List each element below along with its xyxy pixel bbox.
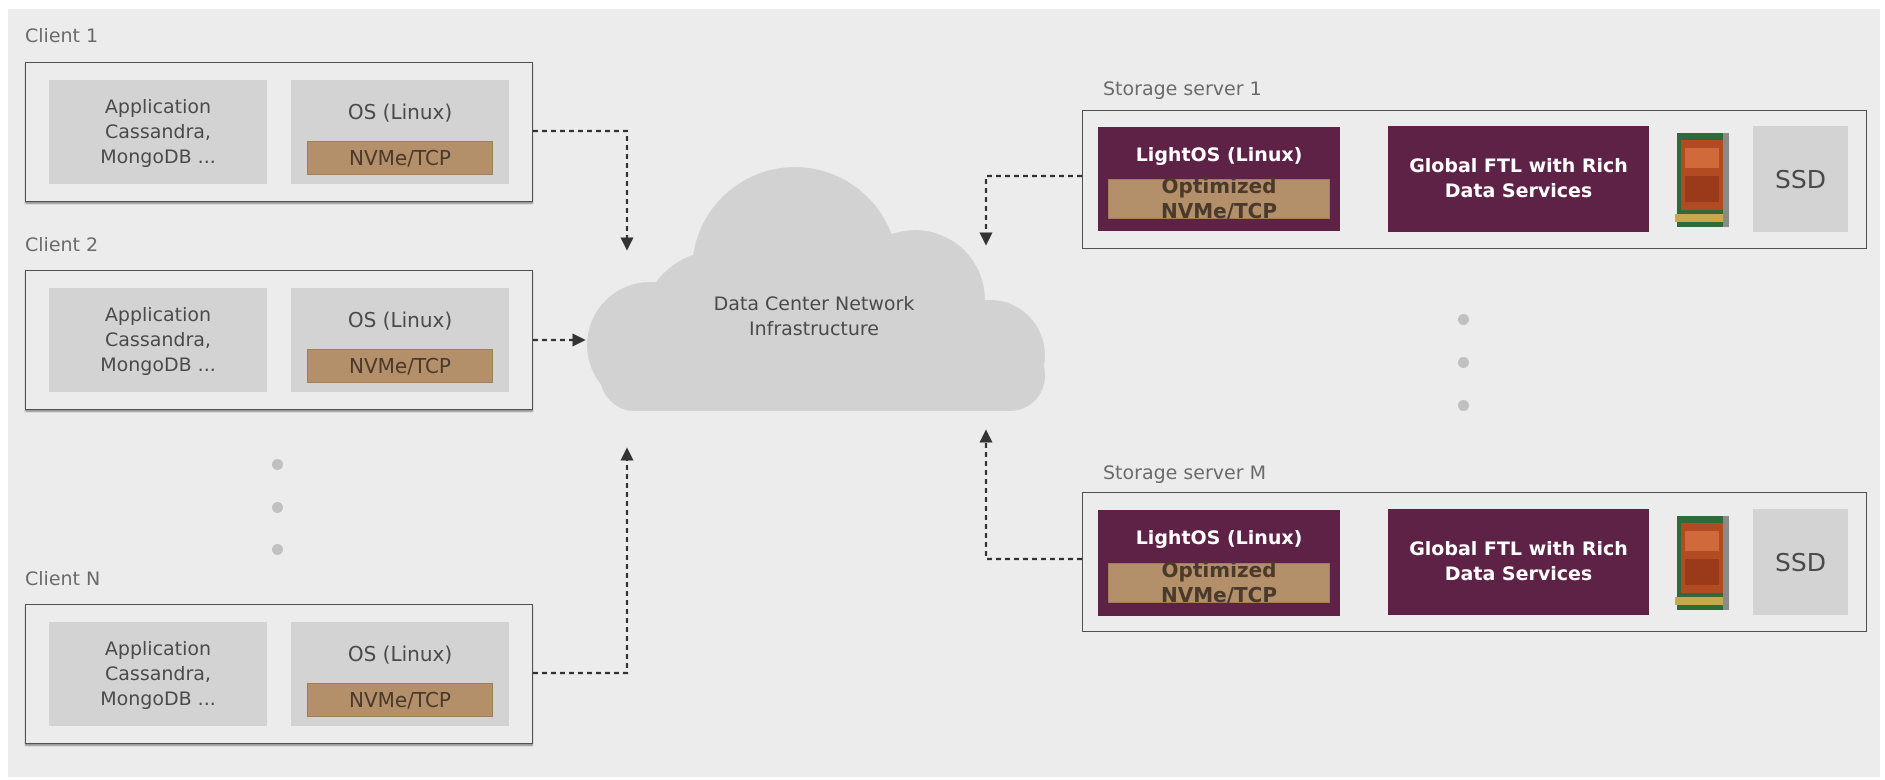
server-ellipsis-dot: [1458, 314, 1469, 325]
nvme-tcp-badge: NVMe/TCP: [307, 141, 493, 175]
clientN-arrow: [533, 447, 634, 675]
client-1-box: Application Cassandra, MongoDB ... OS (L…: [25, 62, 533, 202]
app-line: Application: [104, 303, 212, 326]
client-1-os-box: OS (Linux) NVMe/TCP: [291, 80, 509, 184]
client-n-title: Client N: [25, 568, 101, 590]
server-1-box: LightOS (Linux) Optimized NVMe/TCP Globa…: [1082, 110, 1867, 249]
ssd-box: SSD: [1753, 126, 1848, 232]
server-m-lightos-box: LightOS (Linux) Optimized NVMe/TCP: [1098, 510, 1340, 616]
ftl-line: Global FTL with Rich: [1409, 538, 1628, 560]
server-ellipsis-dot: [1458, 400, 1469, 411]
app-line: Application: [104, 637, 212, 660]
client-1-app-box: Application Cassandra, MongoDB ...: [49, 80, 267, 184]
ftl-line: Global FTL with Rich: [1409, 155, 1628, 177]
lightos-label: LightOS (Linux): [1135, 527, 1303, 549]
ftl-line: Data Services: [1444, 180, 1593, 202]
client-ellipsis-dot: [272, 502, 283, 513]
server-m-box: LightOS (Linux) Optimized NVMe/TCP Globa…: [1082, 492, 1867, 632]
client-1-title: Client 1: [25, 25, 99, 47]
client-ellipsis-dot: [272, 459, 283, 470]
server1-arrow: [979, 174, 1082, 246]
app-line: Cassandra,: [105, 662, 211, 685]
app-line: MongoDB ...: [100, 687, 216, 710]
lightos-label: LightOS (Linux): [1135, 144, 1303, 166]
optimized-nvme-badge: Optimized NVMe/TCP: [1108, 174, 1330, 223]
client-2-title: Client 2: [25, 234, 99, 256]
network-label-line2: Infrastructure: [748, 318, 879, 340]
server-m-ftl-box: Global FTL with Rich Data Services: [1388, 509, 1649, 615]
server-1-lightos-box: LightOS (Linux) Optimized NVMe/TCP: [1098, 127, 1340, 231]
nvme-tcp-badge: NVMe/TCP: [307, 683, 493, 717]
client-n-box: Application Cassandra, MongoDB ... OS (L…: [25, 604, 533, 744]
ftl-line: Data Services: [1444, 563, 1593, 585]
serverM-arrow: [979, 429, 1082, 561]
storage-card-icon: [1675, 516, 1729, 610]
nvme-tcp-badge: NVMe/TCP: [307, 349, 493, 383]
network-label: Data Center Network Infrastructure: [684, 292, 944, 342]
storage-card-icon: [1675, 133, 1729, 227]
network-label-line1: Data Center Network: [713, 293, 915, 315]
client-ellipsis-dot: [272, 544, 283, 555]
os-label: OS (Linux): [347, 308, 453, 332]
os-label: OS (Linux): [347, 642, 453, 666]
server-1-ftl-box: Global FTL with Rich Data Services: [1388, 126, 1649, 232]
server-ellipsis-dot: [1458, 357, 1469, 368]
client-2-os-box: OS (Linux) NVMe/TCP: [291, 288, 509, 392]
client-2-app-box: Application Cassandra, MongoDB ...: [49, 288, 267, 392]
client-2-box: Application Cassandra, MongoDB ... OS (L…: [25, 270, 533, 410]
app-line: Cassandra,: [105, 328, 211, 351]
client1-arrow: [533, 129, 634, 251]
ssd-box: SSD: [1753, 509, 1848, 615]
os-label: OS (Linux): [347, 100, 453, 124]
app-line: MongoDB ...: [100, 145, 216, 168]
app-line: Cassandra,: [105, 120, 211, 143]
optimized-nvme-badge: Optimized NVMe/TCP: [1108, 558, 1330, 607]
client-n-app-box: Application Cassandra, MongoDB ...: [49, 622, 267, 726]
server-m-title: Storage server M: [1103, 462, 1266, 484]
server-1-title: Storage server 1: [1103, 78, 1262, 100]
app-line: Application: [104, 95, 212, 118]
app-line: MongoDB ...: [100, 353, 216, 376]
client-n-os-box: OS (Linux) NVMe/TCP: [291, 622, 509, 726]
